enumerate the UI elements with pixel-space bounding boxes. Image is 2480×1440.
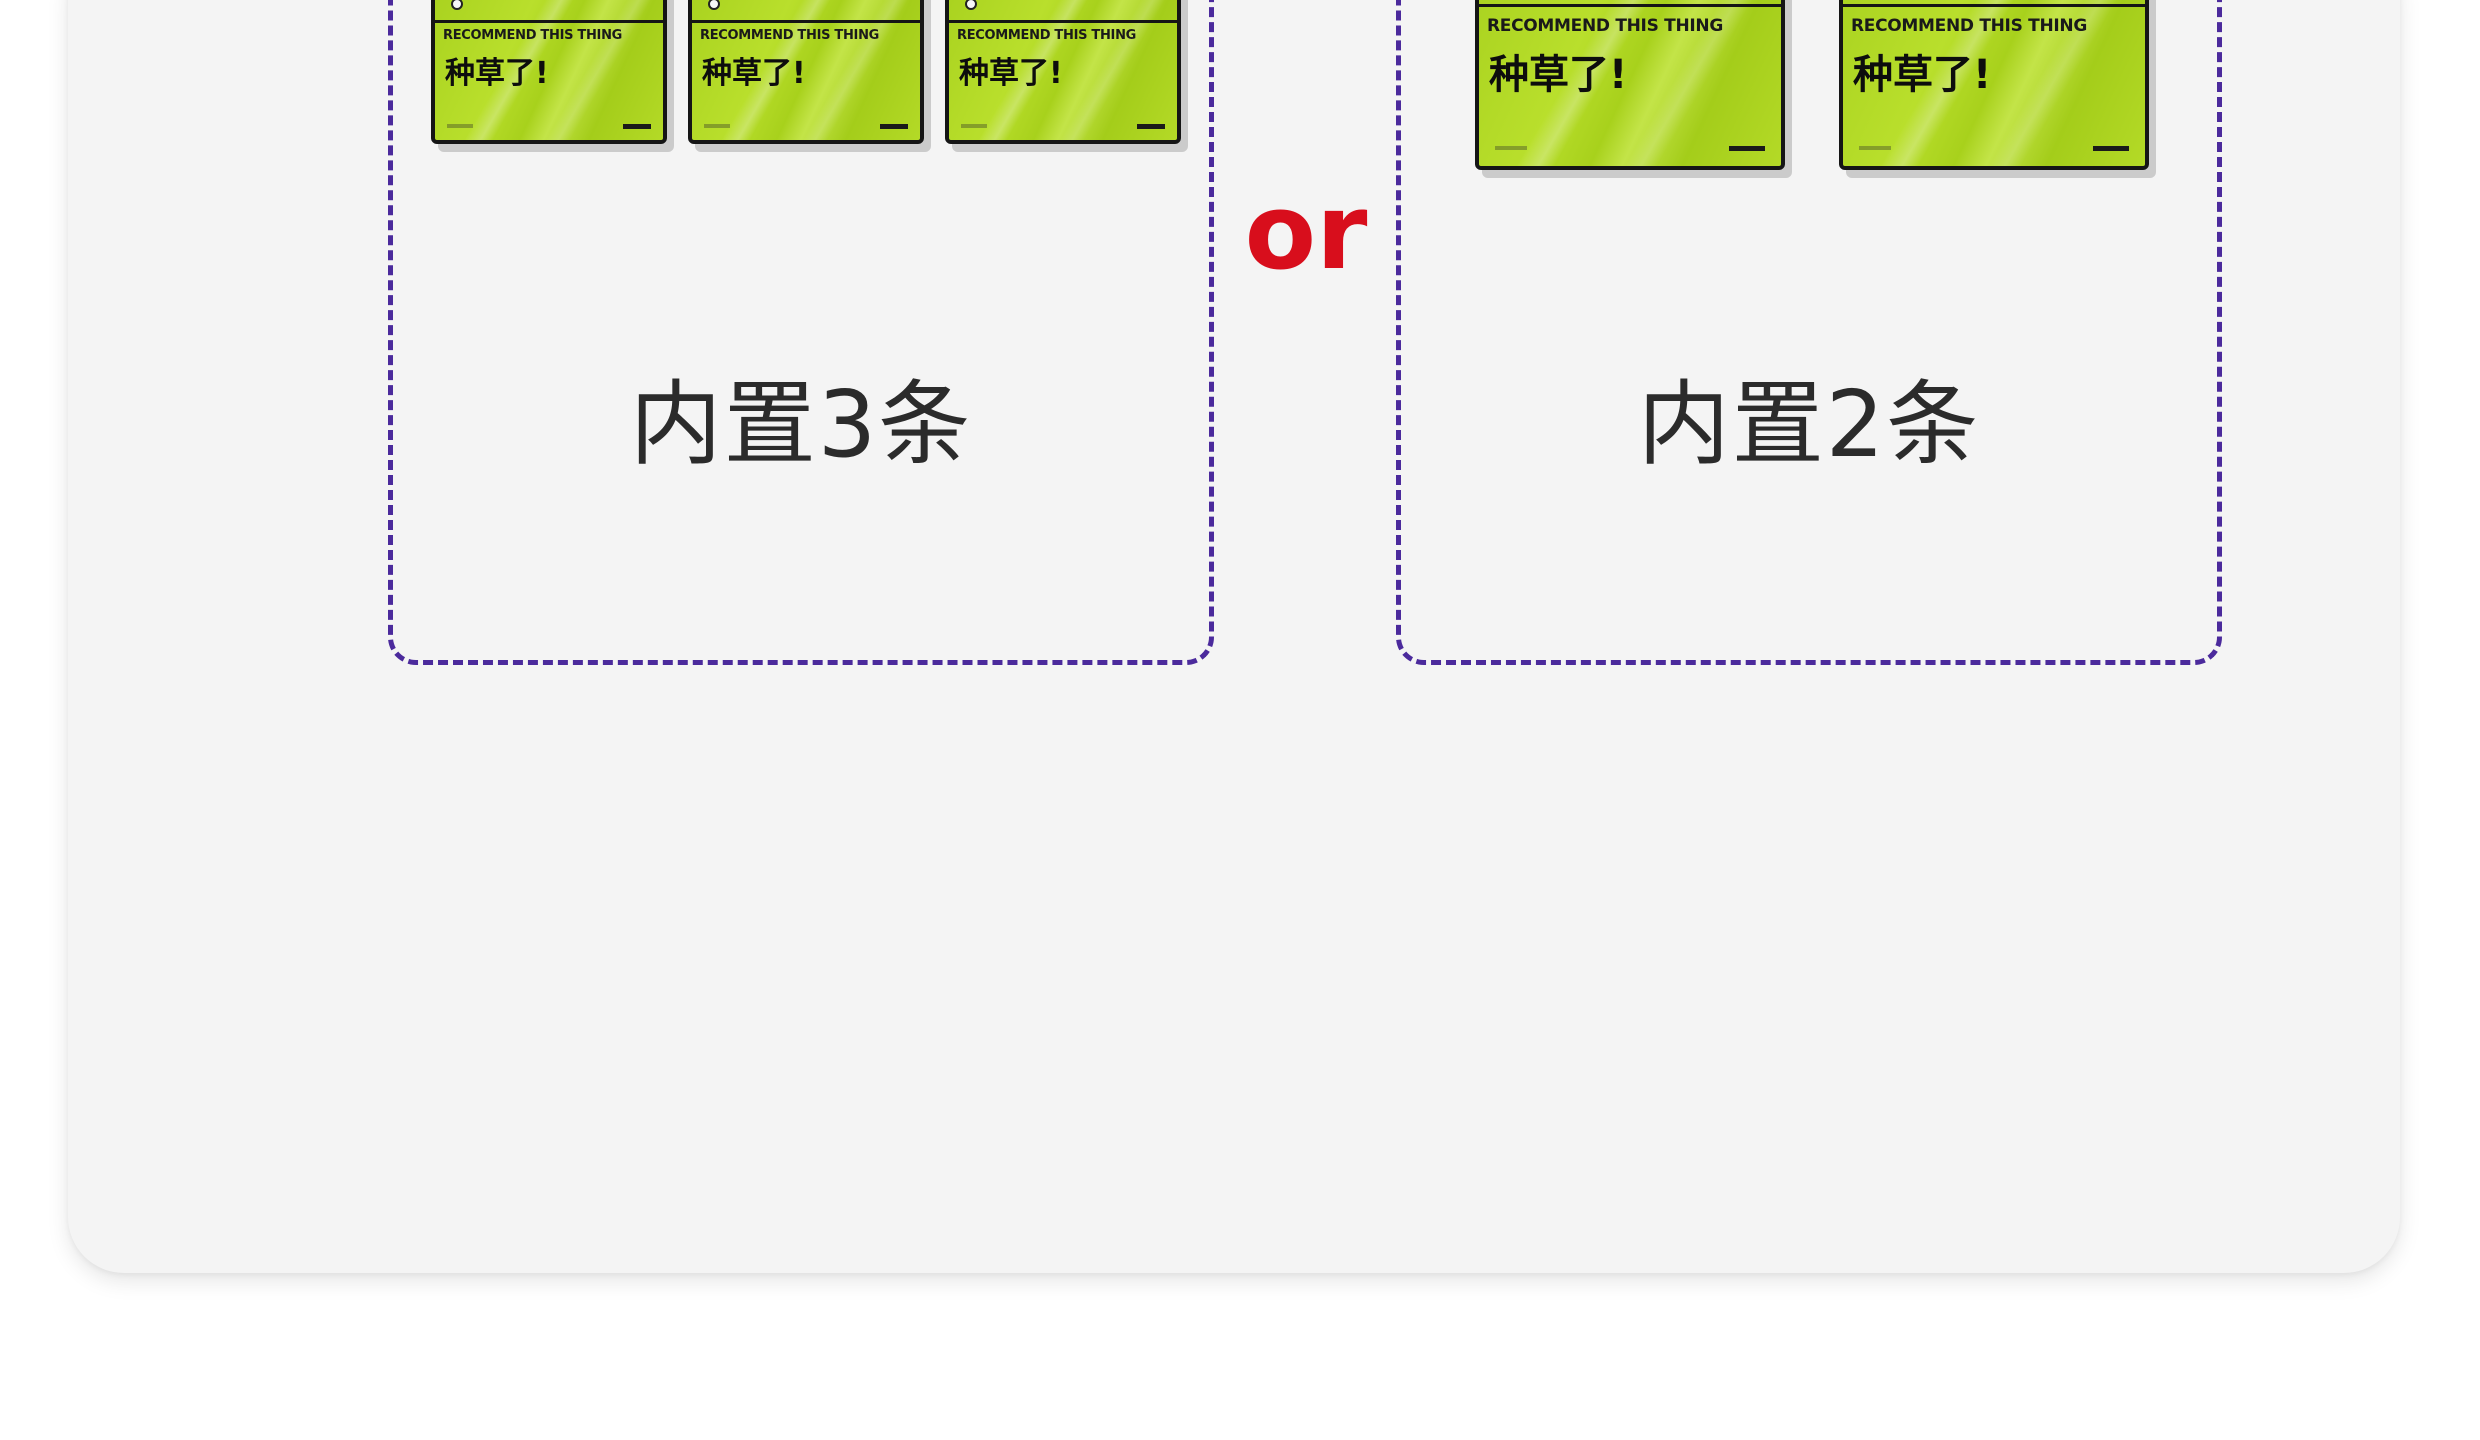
card-foot-logo: [1729, 146, 1765, 151]
card-foot-mark: [961, 124, 987, 128]
card-slogan: 种草了!: [959, 56, 1063, 91]
card-tagline: RECOMMEND THIS THING: [700, 28, 880, 43]
card-foot-mark: [704, 124, 730, 128]
option-two-label: 内置2条: [1637, 371, 1981, 478]
option-three-label: 内置3条: [629, 371, 973, 478]
option-two-box: RECOMMEND THIS THING 种草了! RECOMMEND THIS…: [1396, 0, 2222, 665]
green-card-small-1: RECOMMEND THIS THING 种草了!: [431, 0, 667, 144]
option-three-box: RECOMMEND THIS THING 种草了! RECOMMEND THIS…: [388, 0, 1214, 665]
card-top-bar: [1479, 0, 1781, 7]
green-card-large-2: RECOMMEND THIS THING 种草了!: [1839, 0, 2149, 170]
card-top-bar: [692, 0, 920, 23]
card-foot-logo: [623, 124, 651, 129]
card-slogan: 种草了!: [445, 56, 549, 91]
card-top-bar: [949, 0, 1177, 23]
green-card-large-1: RECOMMEND THIS THING 种草了!: [1475, 0, 1785, 170]
or-separator: or: [1244, 171, 1368, 293]
card-foot-mark: [447, 124, 473, 128]
card-tagline: RECOMMEND THIS THING: [443, 28, 623, 43]
content-panel: RECOMMEND THIS THING 种草了! RECOMMEND THIS…: [68, 0, 2400, 1273]
card-top-bar: [435, 0, 663, 23]
hanging-hole-icon: [965, 0, 977, 10]
card-tagline: RECOMMEND THIS THING: [1851, 16, 2087, 36]
card-foot-mark: [1859, 146, 1891, 150]
hanging-hole-icon: [451, 0, 463, 10]
card-tagline: RECOMMEND THIS THING: [957, 28, 1137, 43]
card-foot-logo: [880, 124, 908, 129]
card-tagline: RECOMMEND THIS THING: [1487, 16, 1723, 36]
card-slogan: 种草了!: [1853, 52, 1992, 98]
card-slogan: 种草了!: [702, 56, 806, 91]
card-foot-logo: [1137, 124, 1165, 129]
card-slogan: 种草了!: [1489, 52, 1628, 98]
green-card-small-2: RECOMMEND THIS THING 种草了!: [688, 0, 924, 144]
hanging-hole-icon: [708, 0, 720, 10]
card-foot-logo: [2093, 146, 2129, 151]
card-top-bar: [1843, 0, 2145, 7]
green-card-small-3: RECOMMEND THIS THING 种草了!: [945, 0, 1181, 144]
card-foot-mark: [1495, 146, 1527, 150]
